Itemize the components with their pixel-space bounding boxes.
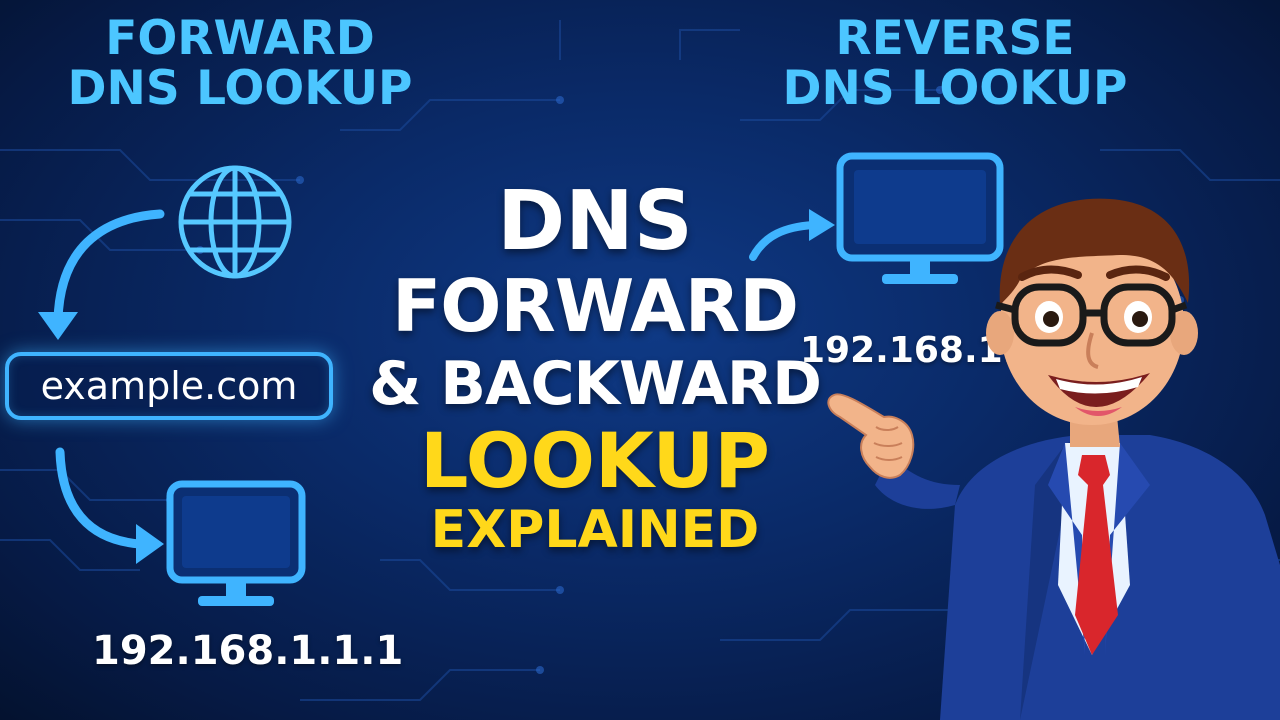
curved-arrow-right-icon	[55, 447, 164, 564]
forward-ip-address: 192.168.1.1.1	[92, 628, 404, 674]
globe-icon	[178, 165, 292, 279]
reverse-title-line2: DNS LOOKUP	[782, 61, 1128, 116]
monitor-icon	[836, 152, 1004, 284]
main-title-line3: & BACKWARD	[369, 349, 822, 419]
monitor-icon	[166, 480, 306, 606]
curved-arrow-right-icon	[749, 209, 835, 261]
curved-arrow-down-icon	[38, 209, 165, 340]
forward-title-line2: DNS LOOKUP	[67, 61, 413, 116]
presenter-character-illustration	[827, 198, 1280, 720]
reverse-dns-lookup-title: REVERSE DNS LOOKUP	[735, 14, 1175, 114]
reverse-title-line1: REVERSE	[835, 11, 1075, 66]
main-title-line4: LOOKUP	[420, 416, 770, 505]
main-title-line1: DNS	[497, 174, 693, 269]
main-title: DNS FORWARD & BACKWARD LOOKUP EXPLAINED	[345, 174, 845, 561]
domain-name-box: example.com	[5, 352, 333, 420]
main-title-line5: EXPLAINED	[430, 500, 760, 560]
domain-name-text: example.com	[40, 364, 298, 408]
main-title-line2: FORWARD	[392, 264, 799, 348]
forward-title-line1: FORWARD	[105, 11, 375, 66]
forward-dns-lookup-title: FORWARD DNS LOOKUP	[20, 14, 460, 114]
